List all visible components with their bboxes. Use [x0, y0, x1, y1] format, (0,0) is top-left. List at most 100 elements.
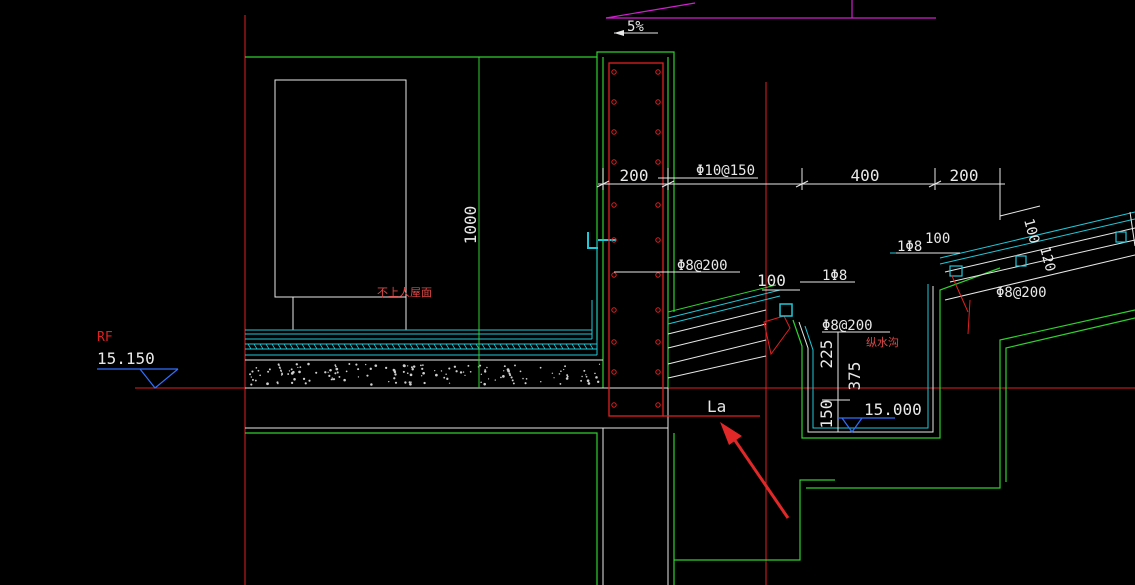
rebar-stirrup-label: Φ8@200 — [677, 258, 728, 274]
hatch-stroke — [571, 343, 576, 350]
concrete-speck — [338, 375, 341, 378]
concrete-speck — [278, 364, 280, 367]
concrete-speck — [566, 374, 569, 377]
equipment-box — [274, 79, 407, 298]
rebar-dot — [655, 69, 661, 75]
rebar-dot — [655, 159, 661, 165]
rebar-dot — [655, 307, 661, 313]
rebar-dot — [611, 159, 617, 165]
concrete-speck — [388, 380, 390, 383]
concrete-speck — [394, 381, 398, 384]
concrete-speck — [484, 369, 486, 371]
concrete-speck — [324, 371, 327, 374]
hatch-stroke — [277, 343, 282, 350]
concrete-speck — [480, 373, 482, 375]
concrete-speck — [334, 372, 337, 375]
concrete-speck — [374, 364, 378, 367]
parapet-height-dim: 1000 — [461, 206, 480, 245]
hatch-stroke — [355, 343, 360, 350]
concrete-speck — [434, 369, 436, 372]
rebar-dot — [611, 202, 617, 208]
concrete-speck — [393, 370, 397, 374]
concrete-speck — [443, 376, 446, 379]
dim-400: 400 — [851, 166, 880, 185]
concrete-speck — [469, 370, 472, 373]
concrete-speck — [522, 377, 524, 380]
concrete-speck — [277, 382, 279, 385]
concrete-speck — [503, 365, 506, 368]
hatch-stroke — [523, 343, 528, 350]
dim-100-a: 100 — [757, 271, 786, 290]
concrete-speck — [448, 382, 451, 384]
hatch-stroke — [583, 343, 588, 350]
concrete-speck — [448, 367, 451, 370]
dim-100-c: 100 — [1020, 217, 1042, 246]
hatch-stroke — [379, 343, 384, 350]
concrete-speck — [343, 378, 346, 382]
concrete-speck — [329, 369, 331, 372]
hatch-stroke — [313, 343, 318, 350]
hatch-stroke — [361, 343, 366, 350]
hatch-stroke — [319, 343, 324, 350]
concrete-speck — [420, 375, 423, 377]
rebar-dot — [611, 339, 617, 345]
hatch-stroke — [307, 343, 312, 350]
concrete-speck — [250, 383, 253, 386]
concrete-speck — [365, 363, 367, 366]
concrete-speck — [423, 381, 426, 385]
step-outline — [806, 309, 1135, 489]
concrete-speck — [298, 370, 301, 374]
rebar-dot — [655, 402, 661, 408]
concrete-speck — [560, 370, 562, 373]
concrete-speck — [410, 366, 413, 369]
rebar-dot — [611, 307, 617, 313]
concrete-speck — [553, 377, 555, 379]
concrete-speck — [250, 376, 252, 378]
concrete-speck — [596, 380, 600, 384]
concrete-speck — [404, 381, 407, 384]
concrete-speck — [551, 372, 554, 374]
concrete-speck — [257, 369, 260, 372]
concrete-speck — [292, 370, 295, 374]
concrete-speck — [422, 364, 424, 366]
hatch-stroke — [499, 343, 504, 350]
hatch-stroke — [577, 343, 582, 350]
concrete-speck — [435, 373, 438, 377]
concrete-speck — [355, 363, 358, 366]
hatch-stroke — [247, 343, 252, 350]
hatch-stroke — [433, 343, 438, 350]
concrete-speck — [254, 379, 257, 382]
concrete-speck — [409, 373, 413, 377]
concrete-speck — [480, 381, 482, 384]
concrete-speck — [266, 382, 269, 386]
concrete-speck — [308, 379, 311, 382]
rebar-dot — [655, 237, 661, 243]
concrete-speck — [288, 370, 291, 372]
hatch-stroke — [421, 343, 426, 350]
concrete-speck — [331, 377, 334, 379]
concrete-speck — [558, 373, 561, 375]
concrete-speck — [514, 364, 516, 367]
concrete-speck — [484, 370, 487, 373]
hatch-stroke — [487, 343, 492, 350]
concrete-speck — [502, 374, 505, 378]
concrete-speck — [409, 382, 412, 386]
roof-note: 不上人屋面 — [377, 286, 432, 299]
concrete-speck — [408, 381, 411, 384]
hatch-stroke — [367, 343, 372, 350]
concrete-speck — [453, 365, 457, 368]
concrete-speck — [290, 368, 293, 371]
concrete-speck — [524, 382, 527, 385]
hatch-stroke — [343, 343, 348, 350]
concrete-speck — [446, 377, 449, 380]
rebar-dot — [655, 202, 661, 208]
concrete-speck — [440, 370, 443, 372]
hatch-stroke — [517, 343, 522, 350]
sloped-roof-panel — [667, 284, 781, 379]
parapet-outline — [245, 51, 675, 388]
concrete-speck — [255, 367, 258, 369]
hatch-stroke — [481, 343, 486, 350]
hatch-stroke — [283, 343, 288, 350]
flashing-clip — [587, 232, 616, 249]
